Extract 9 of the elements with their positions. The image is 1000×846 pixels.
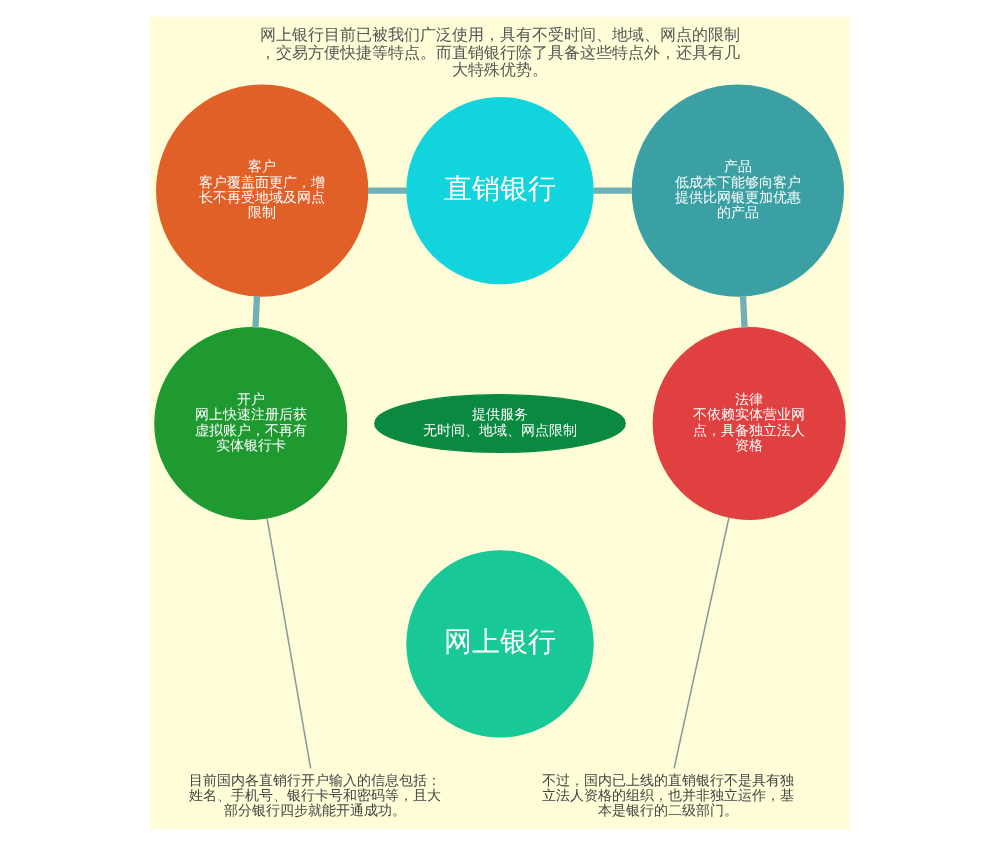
connector [739,296,748,328]
connector [252,296,261,328]
node-circle: 网上银行 [406,550,594,738]
connector [673,516,730,770]
node-circle: 直销银行 [406,96,594,285]
diagram-title: 网上银行目前已被我们广泛使用，具有不受时间、地域、网点的限制，交易方便快捷等特点。而直销银行除了具备这些特点外，还具有几大特殊优势。 [260,24,740,80]
connector [368,187,407,194]
connector [266,517,312,770]
connector [593,187,632,194]
